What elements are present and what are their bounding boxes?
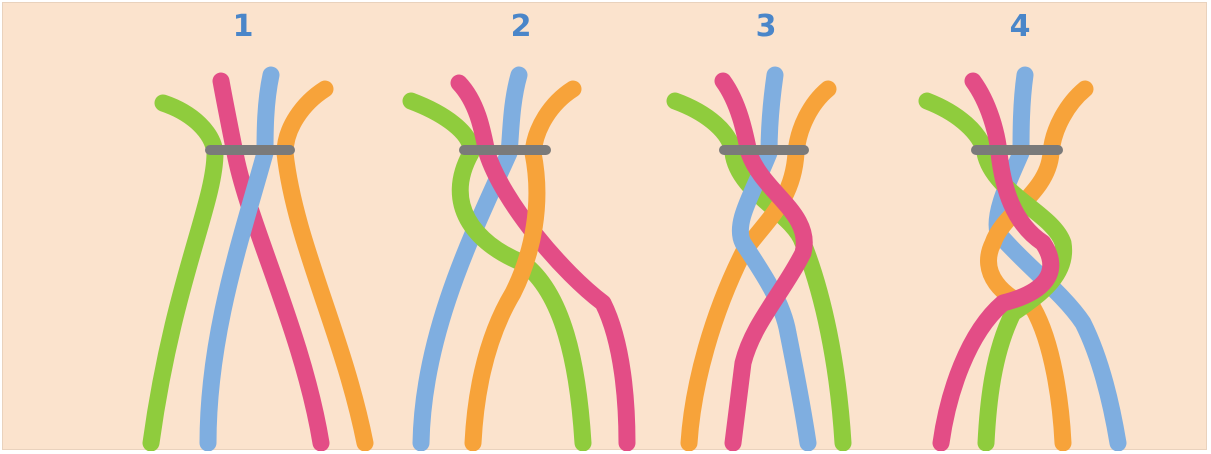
step-1-orange-strand [285, 89, 365, 443]
step-2-braid [411, 75, 627, 443]
step-4-binding [971, 145, 1063, 155]
step-3-braid [675, 75, 843, 443]
step-1-braid [151, 75, 365, 443]
braid-illustration [3, 3, 1208, 451]
step-4-braid [927, 75, 1118, 443]
step-1-binding [205, 145, 295, 155]
step-3-binding [719, 145, 809, 155]
step-2-binding [459, 145, 551, 155]
